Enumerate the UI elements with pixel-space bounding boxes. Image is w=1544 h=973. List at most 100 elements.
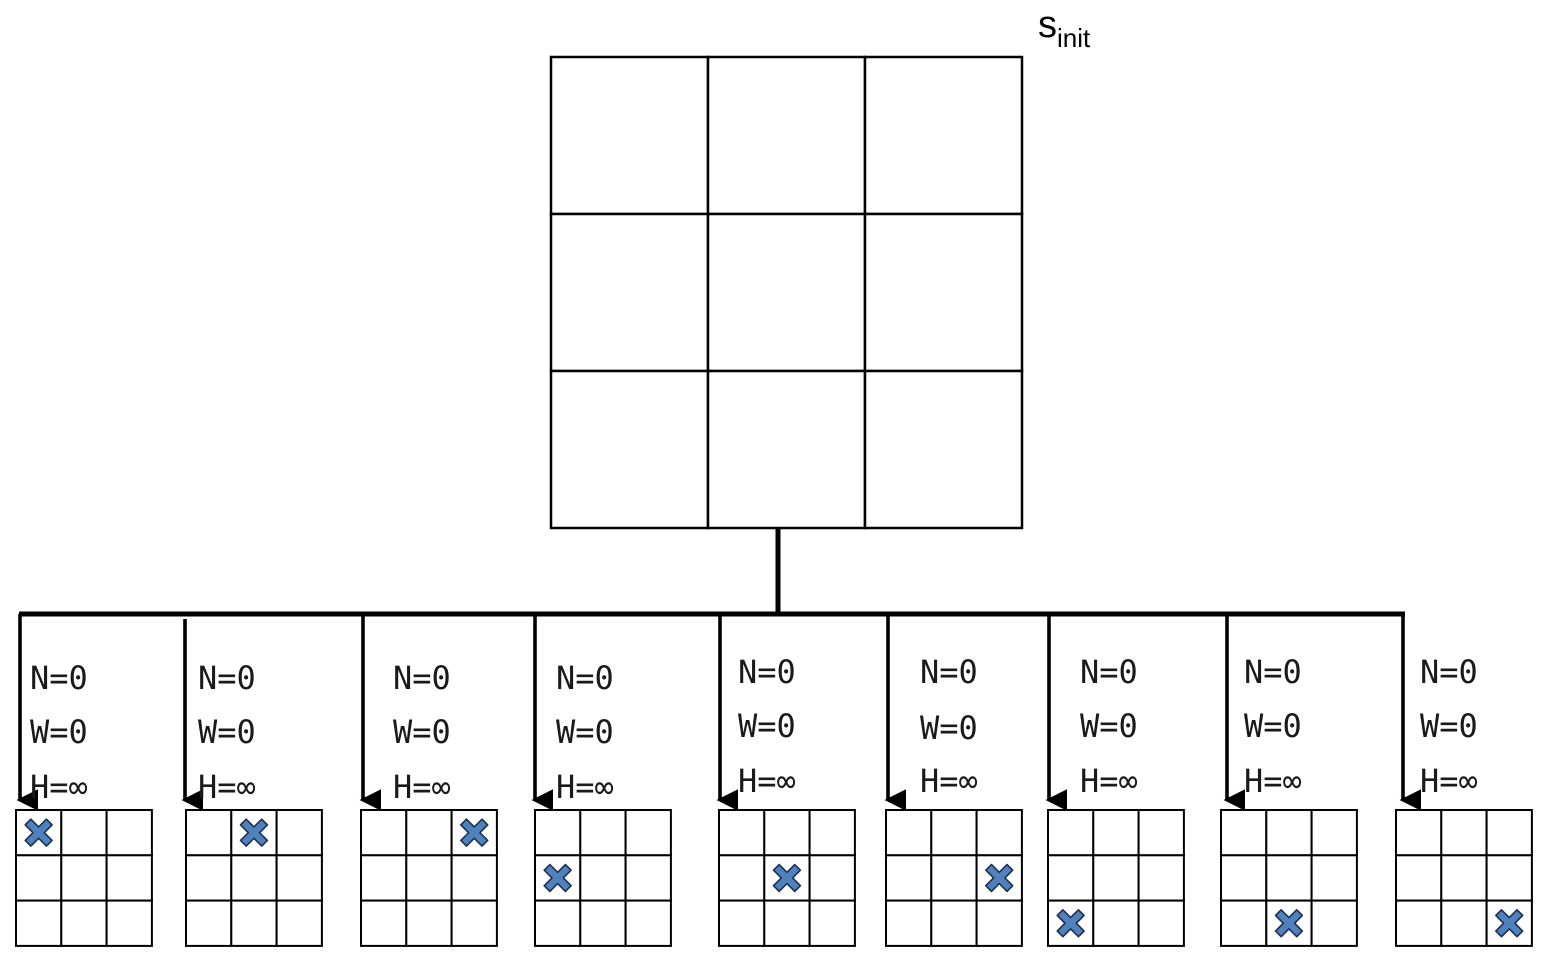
child-board-cell xyxy=(885,899,933,947)
child-stat-h: H=∞ xyxy=(738,762,796,800)
child-node-8: N=0W=0H=∞ xyxy=(1220,614,1358,947)
child-stat-w: W=0 xyxy=(556,713,614,751)
child-board-cell xyxy=(930,854,978,902)
child-board-cell xyxy=(105,854,153,902)
child-board-cell xyxy=(105,809,153,857)
child-board-cell xyxy=(1047,809,1095,857)
child-board-cell xyxy=(1485,809,1533,857)
child-stat-n: N=0 xyxy=(30,659,88,697)
child-node-1: N=0W=0H=∞ xyxy=(15,614,153,947)
child-stat-w: W=0 xyxy=(198,713,256,751)
child-board-cell xyxy=(930,899,978,947)
child-board-cell xyxy=(15,854,63,902)
child-board-cell xyxy=(405,899,453,947)
child-stat-n: N=0 xyxy=(738,653,796,691)
root-board-cell xyxy=(549,212,710,373)
child-board-cell xyxy=(808,809,856,857)
child-stat-w: W=0 xyxy=(738,707,796,745)
child-board-cell xyxy=(718,899,766,947)
root-board-cell xyxy=(863,369,1024,530)
child-board-cell xyxy=(718,854,766,902)
child-board xyxy=(1047,809,1185,947)
child-stat-n: N=0 xyxy=(556,659,614,697)
child-node-9: N=0W=0H=∞ xyxy=(1395,614,1533,947)
root-board-cell xyxy=(706,55,867,216)
root-board-cell xyxy=(863,212,1024,373)
child-board xyxy=(718,809,856,947)
child-board-cell xyxy=(230,899,278,947)
child-stat-n: N=0 xyxy=(920,653,978,691)
x-mark-shape xyxy=(460,818,489,847)
child-board-cell xyxy=(60,854,108,902)
child-stat-w: W=0 xyxy=(393,713,451,751)
x-mark-shape xyxy=(1274,909,1304,938)
child-board-cell xyxy=(1310,809,1358,857)
child-stat-h: H=∞ xyxy=(198,768,256,806)
root-board-cell xyxy=(549,369,710,530)
child-board-cell xyxy=(1265,854,1313,902)
child-stat-w: W=0 xyxy=(1420,707,1478,745)
child-board-cell xyxy=(1092,899,1140,947)
child-board xyxy=(534,809,672,947)
child-stat-h: H=∞ xyxy=(30,768,88,806)
child-board-cell xyxy=(360,854,408,902)
child-board-cell xyxy=(624,899,672,947)
child-board-cell xyxy=(275,854,323,902)
x-mark-shape xyxy=(1056,909,1085,938)
child-board xyxy=(185,809,323,947)
child-stat-w: W=0 xyxy=(30,713,88,751)
child-board-cell xyxy=(1395,899,1443,947)
child-stat-w: W=0 xyxy=(1244,707,1302,745)
x-mark xyxy=(460,818,489,847)
child-board-cell xyxy=(808,854,856,902)
x-mark xyxy=(543,863,572,893)
child-board-cell xyxy=(360,899,408,947)
root-state-label: sinit xyxy=(1038,4,1090,54)
child-stat-h: H=∞ xyxy=(1244,762,1302,800)
child-board-cell xyxy=(763,899,811,947)
child-board-cell xyxy=(185,809,233,857)
child-board-cell xyxy=(450,899,498,947)
child-stat-h: H=∞ xyxy=(393,768,451,806)
child-board-cell xyxy=(105,899,153,947)
child-board-cell xyxy=(1395,809,1443,857)
child-node-4: N=0W=0H=∞ xyxy=(531,614,672,947)
child-stat-w: W=0 xyxy=(1080,707,1138,745)
child-stat-h: H=∞ xyxy=(920,762,978,800)
child-board-cell xyxy=(1440,899,1488,947)
child-board-cell xyxy=(1440,854,1488,902)
child-board-cell xyxy=(230,854,278,902)
child-board-cell xyxy=(975,899,1023,947)
child-node-3: N=0W=0H=∞ xyxy=(359,614,498,947)
child-board-cell xyxy=(975,809,1023,857)
child-board-cell xyxy=(930,809,978,857)
child-stat-n: N=0 xyxy=(393,659,451,697)
child-stat-h: H=∞ xyxy=(1420,762,1478,800)
child-node-7: N=0W=0H=∞ xyxy=(1045,614,1185,947)
child-board xyxy=(1395,809,1533,947)
child-board-cell xyxy=(405,854,453,902)
x-mark-shape xyxy=(24,818,53,847)
child-board-cell xyxy=(1310,854,1358,902)
child-board-cell xyxy=(885,854,933,902)
child-stat-w: W=0 xyxy=(920,709,978,747)
child-board-cell xyxy=(450,854,498,902)
child-board-cell xyxy=(1265,809,1313,857)
child-board-cell xyxy=(1395,854,1443,902)
x-mark xyxy=(239,818,269,847)
child-board-cell xyxy=(808,899,856,947)
child-node-5: N=0W=0H=∞ xyxy=(716,614,856,947)
child-board-cell xyxy=(534,899,582,947)
x-mark-shape xyxy=(543,863,572,893)
child-node-2: N=0W=0H=∞ xyxy=(181,619,323,947)
x-mark-shape xyxy=(772,863,802,893)
x-mark xyxy=(772,863,802,893)
child-board-cell xyxy=(185,854,233,902)
child-board-cell xyxy=(275,899,323,947)
child-board-cell xyxy=(1485,854,1533,902)
child-stat-n: N=0 xyxy=(1244,653,1302,691)
root-board-cell xyxy=(863,55,1024,216)
child-board-cell xyxy=(1137,809,1185,857)
child-board-cell xyxy=(1137,854,1185,902)
child-board-cell xyxy=(275,809,323,857)
